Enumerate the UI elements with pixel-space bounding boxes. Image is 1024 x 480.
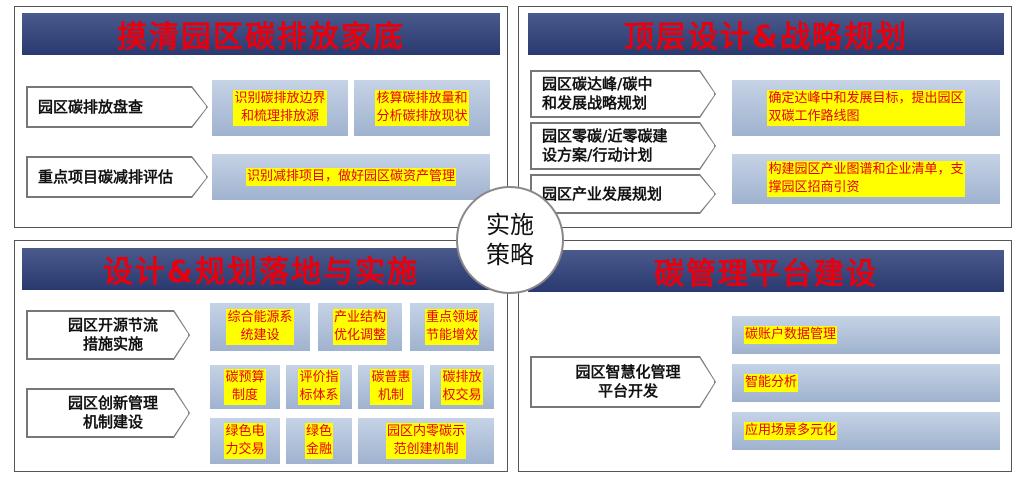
q3-box-integrated-energy: 综合能源系统建设 — [210, 303, 310, 351]
box-text: 标体系 — [299, 388, 339, 403]
q4-box-scenarios: 应用场景多元化 — [732, 412, 1000, 450]
box-text: 碳普惠 — [371, 370, 411, 386]
q2-label-industry-plan: 园区产业发展规划 — [531, 175, 715, 213]
q3-box-zero-carbon-demo: 园区内零碳示范创建机制 — [358, 418, 494, 464]
q1-label-carbon-audit: 园区碳排放盘查 — [27, 87, 207, 127]
q3-box-green-finance: 绿色金融 — [286, 418, 352, 464]
box-text: 撑园区招商引资 — [768, 180, 860, 195]
q4-box-account-data: 碳账户数据管理 — [732, 316, 1000, 354]
q3-box-carbon-budget: 碳预算制度 — [210, 365, 280, 409]
q2-label-peak-strategy: 园区碳达峰/碳中和发展战略规划 — [531, 71, 715, 117]
label-line: 园区碳达峰/碳中 — [542, 75, 653, 94]
box-text: 绿色 — [305, 424, 332, 440]
label-line: 园区零碳/近零碳建 — [542, 127, 668, 146]
box-text: 权交易 — [442, 388, 482, 403]
box-text: 分析碳排放现状 — [376, 109, 468, 124]
q3-box-carbon-inclusion: 碳普惠机制 — [358, 365, 424, 409]
box-text: 节能增效 — [425, 328, 478, 343]
label-line: 和发展战略规划 — [542, 94, 648, 112]
box-text: 双碳工作路线图 — [768, 109, 860, 124]
box-text: 碳排放 — [442, 370, 482, 386]
center-text: 策略 — [486, 241, 534, 269]
box-text: 产业结构 — [333, 310, 386, 326]
q3-box-green-power: 绿色电力交易 — [210, 418, 280, 464]
label-line: 园区创新管理 — [67, 394, 158, 413]
label-line: 措施实施 — [82, 335, 143, 353]
quadrant-3-title: 设计&规划落地与实施 — [22, 248, 500, 290]
q4-label-smart-platform: 园区智慧化管理平台开发 — [531, 357, 715, 407]
box-text: 综合能源系 — [227, 310, 293, 326]
box-text: 确定达峰中和发展目标，提出园区 — [768, 91, 964, 107]
box-text: 应用场景多元化 — [744, 422, 838, 440]
q1-box-accounting: 核算碳排放量和分析碳排放现状 — [354, 80, 490, 136]
box-text: 制度 — [231, 388, 258, 403]
box-text: 园区内零碳示 — [386, 424, 465, 440]
quadrant-4-title: 碳管理平台建设 — [528, 250, 1004, 292]
label-line: 设方案/行动计划 — [542, 146, 653, 164]
q2-box-peak-goal: 确定达峰中和发展目标，提出园区双碳工作路线图 — [732, 80, 1000, 136]
center-text: 实施 — [486, 211, 534, 239]
box-text: 范创建机制 — [393, 442, 459, 457]
box-text: 碳预算 — [225, 370, 265, 386]
box-text: 智能分析 — [744, 374, 799, 392]
q3-box-energy-efficiency: 重点领域节能增效 — [410, 303, 494, 351]
center-strategy-circle: 实施 策略 — [456, 186, 564, 294]
box-text: 绿色电 — [225, 424, 265, 440]
label-line: 园区智慧化管理 — [575, 363, 681, 382]
q3-label-innovation: 园区创新管理机制建设 — [27, 389, 189, 437]
q1-box-reduction: 识别减排项目，做好园区碳资产管理 — [212, 154, 490, 200]
box-text: 核算碳排放量和 — [376, 91, 468, 107]
box-text: 识别减排项目，做好园区碳资产管理 — [245, 168, 456, 186]
box-text: 重点领域 — [425, 310, 478, 326]
label-line: 平台开发 — [597, 382, 658, 400]
box-text: 统建设 — [240, 328, 280, 343]
q2-label-zero-carbon-plan: 园区零碳/近零碳建设方案/行动计划 — [531, 123, 715, 169]
box-text: 识别碳排放边界 — [234, 91, 326, 107]
q3-box-evaluation: 评价指标体系 — [286, 365, 352, 409]
q1-box-boundary: 识别碳排放边界和梳理排放源 — [212, 80, 348, 136]
box-text: 优化调整 — [333, 328, 386, 343]
box-text: 机制 — [377, 388, 404, 403]
box-text: 评价指 — [299, 370, 339, 386]
q1-label-reduction-eval: 重点项目碳减排评估 — [27, 157, 207, 197]
q4-box-smart-analysis: 智能分析 — [732, 364, 1000, 402]
label-line: 机制建设 — [82, 413, 143, 431]
box-text: 构建园区产业图谱和企业清单，支 — [768, 162, 964, 178]
box-text: 金融 — [305, 442, 332, 457]
q2-box-industry-map: 构建园区产业图谱和企业清单，支撑园区招商引资 — [732, 154, 1000, 204]
label-line: 园区开源节流 — [67, 316, 158, 335]
q3-label-open-source: 园区开源节流措施实施 — [27, 311, 189, 359]
box-text: 碳账户数据管理 — [744, 326, 838, 344]
quadrant-1-title: 摸清园区碳排放家底 — [22, 13, 500, 55]
q3-box-emission-trading: 碳排放权交易 — [430, 365, 494, 409]
quadrant-2-title: 顶层设计&战略规划 — [528, 13, 1004, 55]
box-text: 力交易 — [225, 442, 265, 457]
box-text: 和梳理排放源 — [240, 109, 319, 124]
q3-box-industry-structure: 产业结构优化调整 — [318, 303, 402, 351]
